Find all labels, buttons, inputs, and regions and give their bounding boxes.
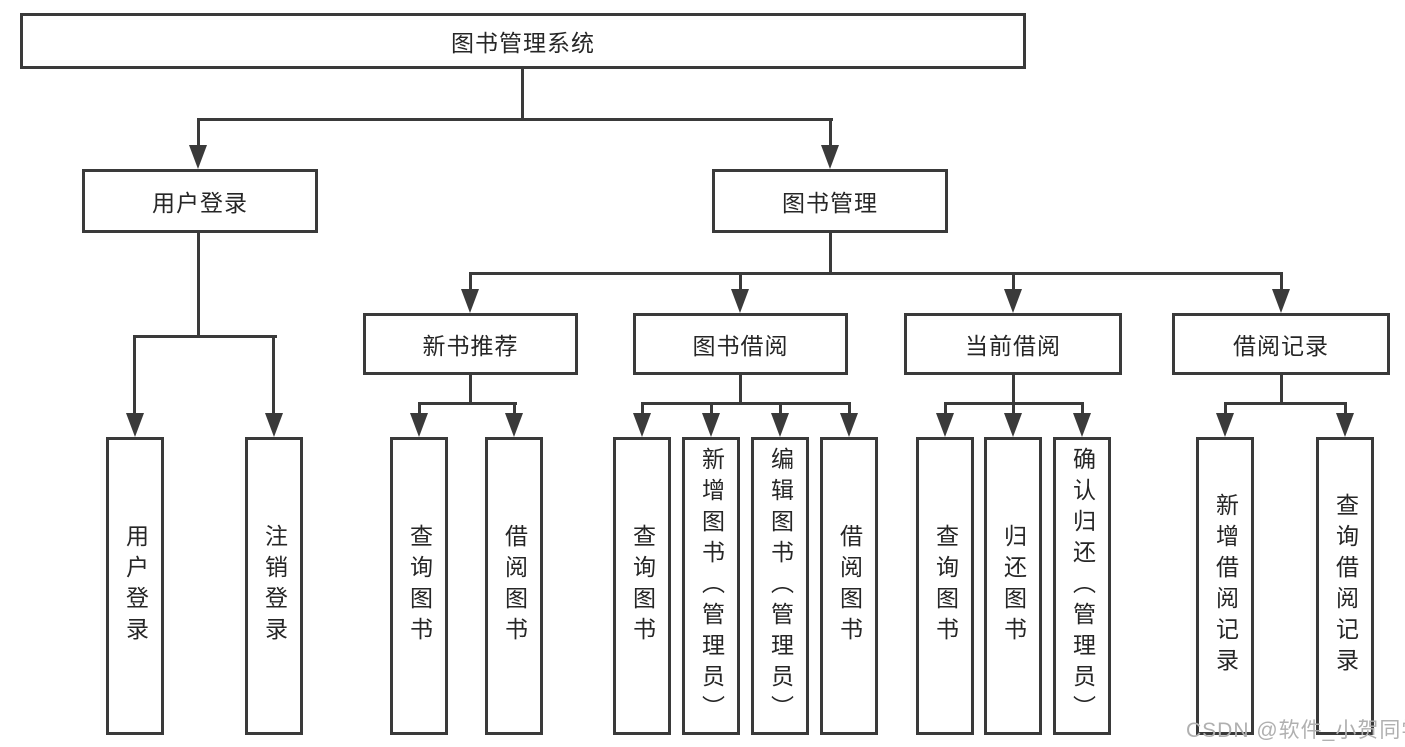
node-borrow-record: 借阅记录 bbox=[1172, 313, 1390, 375]
node-label: 当前借阅 bbox=[965, 333, 1061, 359]
connector-vline bbox=[1224, 402, 1227, 420]
node-label: 注销登录 bbox=[261, 524, 288, 648]
connector-vline bbox=[829, 118, 832, 150]
node-label: 查询图书 bbox=[629, 524, 656, 648]
connector-hline bbox=[469, 272, 1283, 275]
connector-vline bbox=[197, 118, 200, 150]
connector-vline bbox=[272, 335, 275, 417]
node-leaf-query-books-recommend: 查询图书 bbox=[390, 437, 448, 735]
node-leaf-return-books: 归还图书 bbox=[984, 437, 1042, 735]
node-label: 图书管理 bbox=[782, 190, 878, 216]
node-leaf-confirm-return-admin: 确认归还（管理员） bbox=[1053, 437, 1111, 735]
connector-vline bbox=[197, 233, 200, 338]
node-label: 新书推荐 bbox=[422, 333, 519, 359]
node-new-book-recommend: 新书推荐 bbox=[363, 313, 578, 375]
node-leaf-borrow-books-recommend: 借阅图书 bbox=[485, 437, 543, 735]
connector-vline bbox=[1280, 375, 1283, 404]
connector-vline bbox=[418, 402, 421, 420]
connector-vline bbox=[944, 402, 947, 420]
arrow-down-icon bbox=[702, 413, 720, 437]
node-label: 用户登录 bbox=[152, 190, 248, 216]
connector-hline bbox=[418, 402, 517, 405]
node-label: 编辑图书（管理员） bbox=[767, 446, 794, 726]
connector-vline bbox=[469, 272, 472, 292]
node-book-management: 图书管理 bbox=[712, 169, 948, 233]
connector-vline bbox=[829, 233, 832, 275]
arrow-down-icon bbox=[265, 413, 283, 437]
node-label: 借阅图书 bbox=[836, 524, 863, 648]
arrow-down-icon bbox=[126, 413, 144, 437]
connector-vline bbox=[1012, 272, 1015, 292]
node-label: 借阅图书 bbox=[501, 524, 528, 648]
arrow-down-icon bbox=[731, 289, 749, 313]
connector-hline bbox=[133, 335, 277, 338]
connector-vline bbox=[521, 69, 524, 120]
node-user-login: 用户登录 bbox=[82, 169, 318, 233]
connector-vline bbox=[739, 272, 742, 292]
connector-hline bbox=[197, 118, 833, 121]
arrow-down-icon bbox=[936, 413, 954, 437]
node-leaf-logout: 注销登录 bbox=[245, 437, 303, 735]
arrow-down-icon bbox=[1073, 413, 1091, 437]
node-leaf-query-borrow-record: 查询借阅记录 bbox=[1316, 437, 1374, 735]
arrow-down-icon bbox=[505, 413, 523, 437]
connector-vline bbox=[1012, 402, 1015, 420]
node-current-borrow: 当前借阅 bbox=[904, 313, 1122, 375]
arrow-down-icon bbox=[1216, 413, 1234, 437]
arrow-down-icon bbox=[1336, 413, 1354, 437]
connector-vline bbox=[739, 375, 742, 404]
node-label: 图书管理系统 bbox=[451, 30, 595, 56]
connector-vline bbox=[513, 402, 516, 420]
connector-vline bbox=[779, 402, 782, 420]
connector-hline bbox=[641, 402, 850, 405]
connector-vline bbox=[133, 335, 136, 417]
node-leaf-add-books-admin: 新增图书（管理员） bbox=[682, 437, 740, 735]
connector-vline bbox=[1344, 402, 1347, 420]
node-label: 确认归还（管理员） bbox=[1069, 446, 1096, 726]
node-leaf-borrow-books: 借阅图书 bbox=[820, 437, 878, 735]
connector-vline bbox=[1081, 402, 1084, 420]
connector-vline bbox=[1012, 375, 1015, 404]
node-label: 查询借阅记录 bbox=[1332, 493, 1359, 679]
node-leaf-query-books-current: 查询图书 bbox=[916, 437, 974, 735]
node-label: 查询图书 bbox=[932, 524, 959, 648]
node-label: 新增图书（管理员） bbox=[698, 446, 725, 726]
arrow-down-icon bbox=[821, 145, 839, 169]
node-leaf-query-books-borrow: 查询图书 bbox=[613, 437, 671, 735]
node-label: 新增借阅记录 bbox=[1212, 493, 1239, 679]
node-label: 借阅记录 bbox=[1233, 333, 1329, 359]
node-label: 图书借阅 bbox=[692, 333, 789, 359]
arrow-down-icon bbox=[633, 413, 651, 437]
arrow-down-icon bbox=[771, 413, 789, 437]
node-label: 查询图书 bbox=[406, 524, 433, 648]
connector-vline bbox=[1280, 272, 1283, 292]
arrow-down-icon bbox=[840, 413, 858, 437]
connector-hline bbox=[1224, 402, 1346, 405]
connector-vline bbox=[641, 402, 644, 420]
node-library-management-system: 图书管理系统 bbox=[20, 13, 1026, 69]
node-leaf-add-borrow-record: 新增借阅记录 bbox=[1196, 437, 1254, 735]
arrow-down-icon bbox=[461, 289, 479, 313]
node-leaf-edit-books-admin: 编辑图书（管理员） bbox=[751, 437, 809, 735]
arrow-down-icon bbox=[1272, 289, 1290, 313]
arrow-down-icon bbox=[1004, 289, 1022, 313]
arrow-down-icon bbox=[410, 413, 428, 437]
connector-vline bbox=[848, 402, 851, 420]
node-label: 用户登录 bbox=[122, 524, 149, 648]
arrow-down-icon bbox=[1004, 413, 1022, 437]
node-label: 归还图书 bbox=[1000, 524, 1027, 648]
connector-vline bbox=[710, 402, 713, 420]
connector-vline bbox=[469, 375, 472, 404]
csdn-watermark: CSDN @软件_小贺同学 bbox=[1186, 719, 1405, 742]
node-book-borrow: 图书借阅 bbox=[633, 313, 848, 375]
node-leaf-user-login: 用户登录 bbox=[106, 437, 164, 735]
arrow-down-icon bbox=[189, 145, 207, 169]
